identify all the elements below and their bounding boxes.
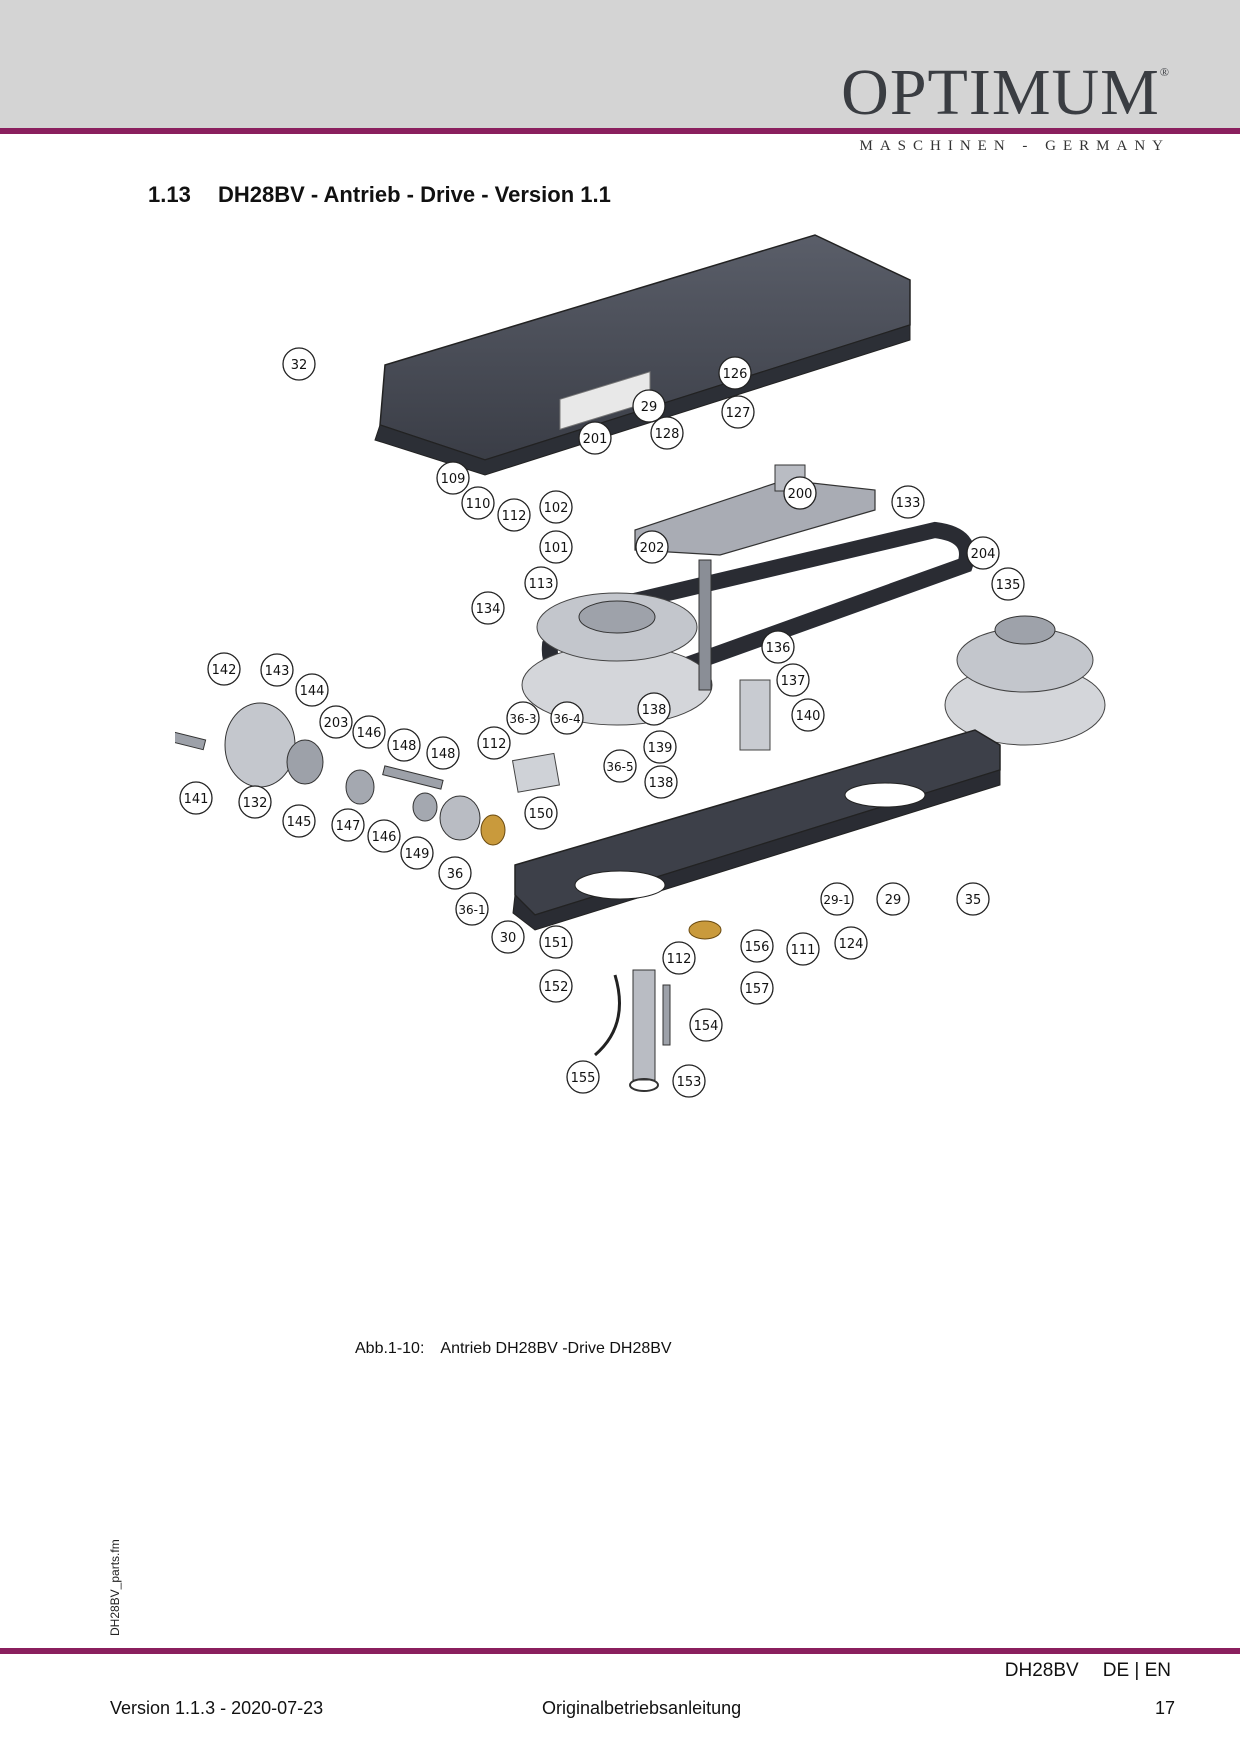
callout-53: 124: [839, 937, 864, 952]
callout-1: 32: [291, 358, 308, 373]
figure-caption: Abb.1-10: Antrieb DH28BV -Drive DH28BV: [355, 1340, 672, 1358]
callout-11: 200: [788, 487, 813, 502]
callout-21: 142: [212, 663, 237, 678]
callout-20: 137: [781, 674, 806, 689]
callout-26: 148: [392, 739, 417, 754]
callout-4: 127: [726, 406, 751, 421]
footer-version: Version 1.1.3 - 2020-07-23: [110, 1698, 324, 1718]
callout-56: 154: [694, 1019, 719, 1034]
callout-16: 113: [529, 577, 554, 592]
section-heading: 1.13 DH28BV - Antrieb - Drive - Version 1…: [148, 182, 611, 208]
spindle-shaft-part: [698, 559, 712, 691]
callout-45: 29-1: [823, 893, 850, 907]
callout-17: 135: [996, 578, 1021, 593]
belt-cover-part: [374, 234, 911, 476]
header-rule: [0, 128, 1240, 134]
exploded-parts-drawing: 32 126 29 127 128 201 109 110 112 102 20…: [175, 234, 1106, 1098]
callout-22: 143: [265, 664, 290, 679]
callout-9: 112: [502, 509, 527, 524]
callout-47: 35: [965, 893, 982, 908]
callout-43: 36: [447, 867, 464, 882]
callout-35: 145: [287, 815, 312, 830]
callout-55: 157: [745, 982, 770, 997]
callout-52: 111: [791, 943, 816, 958]
callout-32: 140: [796, 709, 821, 724]
motor-bracket-part: [634, 464, 876, 556]
footer-languages: DE | EN: [1102, 1660, 1171, 1681]
pulley-right-part: [944, 615, 1106, 746]
callout-29: 36-4: [553, 712, 580, 726]
footer-model: DH28BV: [1004, 1660, 1079, 1681]
callout-42: 150: [529, 807, 554, 822]
callout-34: 132: [243, 796, 268, 811]
callout-10: 102: [544, 501, 569, 516]
callout-5: 128: [655, 427, 680, 442]
callout-15: 204: [971, 547, 996, 562]
callout-25: 146: [357, 726, 382, 741]
footer-doc-type: Originalbetriebsanleitung: [542, 1698, 742, 1718]
callout-36: 147: [336, 819, 361, 834]
callout-24: 203: [324, 716, 349, 731]
callout-19: 136: [766, 641, 791, 656]
callout-37: 146: [372, 830, 397, 845]
callout-39: 36-5: [606, 760, 633, 774]
section-number: 1.13: [148, 182, 191, 207]
callout-38: 149: [405, 847, 430, 862]
pulley-left-part: [521, 592, 713, 726]
section-title: DH28BV - Antrieb - Drive - Version 1.1: [218, 182, 611, 207]
callout-28: 36-3: [509, 712, 536, 726]
callout-50: 112: [667, 952, 692, 967]
footer-rule: [0, 1648, 1240, 1654]
callout-3: 29: [641, 400, 658, 415]
callout-6: 201: [583, 432, 608, 447]
callout-57: 155: [571, 1071, 596, 1086]
callout-48: 30: [500, 931, 517, 946]
callout-30: 112: [482, 737, 507, 752]
callout-44: 36-1: [458, 903, 485, 917]
bevel-gear-part: [688, 920, 722, 940]
motor-flange-part: [175, 702, 375, 805]
callout-40: 139: [648, 741, 673, 756]
brand-tagline: MASCHINEN - GERMANY: [859, 138, 1170, 154]
sleeve-part: [739, 679, 771, 751]
callout-13: 101: [544, 541, 569, 556]
brand-logo: OPTIMUM®: [841, 60, 1170, 126]
callout-2: 126: [723, 367, 748, 382]
side-filename: DH28BV_parts.fm: [108, 1539, 122, 1636]
callout-58: 153: [677, 1075, 702, 1090]
caption-text: Antrieb DH28BV -Drive DH28BV: [440, 1340, 672, 1357]
callout-7: 109: [441, 472, 466, 487]
caption-label: Abb.1-10:: [355, 1340, 425, 1357]
callout-23: 144: [300, 684, 325, 699]
callout-31: 138: [642, 703, 667, 718]
callout-27: 148: [431, 747, 456, 762]
callout-41: 138: [649, 776, 674, 791]
footer-model-info: DH28BV DE | EN: [1005, 1660, 1171, 1682]
lower-spindle-part: [594, 969, 671, 1092]
callout-12: 133: [896, 496, 921, 511]
callout-8: 110: [466, 497, 491, 512]
callout-49: 151: [544, 936, 569, 951]
cover-plate-part: [511, 752, 561, 793]
callout-labels: 32 126 29 127 128 201 109 110 112 102 20…: [184, 358, 1021, 1090]
base-plate-part: [512, 729, 1001, 931]
callout-51: 156: [745, 940, 770, 955]
callout-33: 141: [184, 792, 209, 807]
brand-name: OPTIMUM: [841, 56, 1160, 129]
callout-14: 202: [640, 541, 665, 556]
page-number: 17: [1154, 1698, 1175, 1718]
registered-mark: ®: [1159, 65, 1170, 79]
callout-46: 29: [885, 893, 902, 908]
header-band: [0, 0, 1240, 128]
callout-54: 152: [544, 980, 569, 995]
gear-assembly-part: [382, 765, 506, 846]
callout-18: 134: [476, 602, 501, 617]
